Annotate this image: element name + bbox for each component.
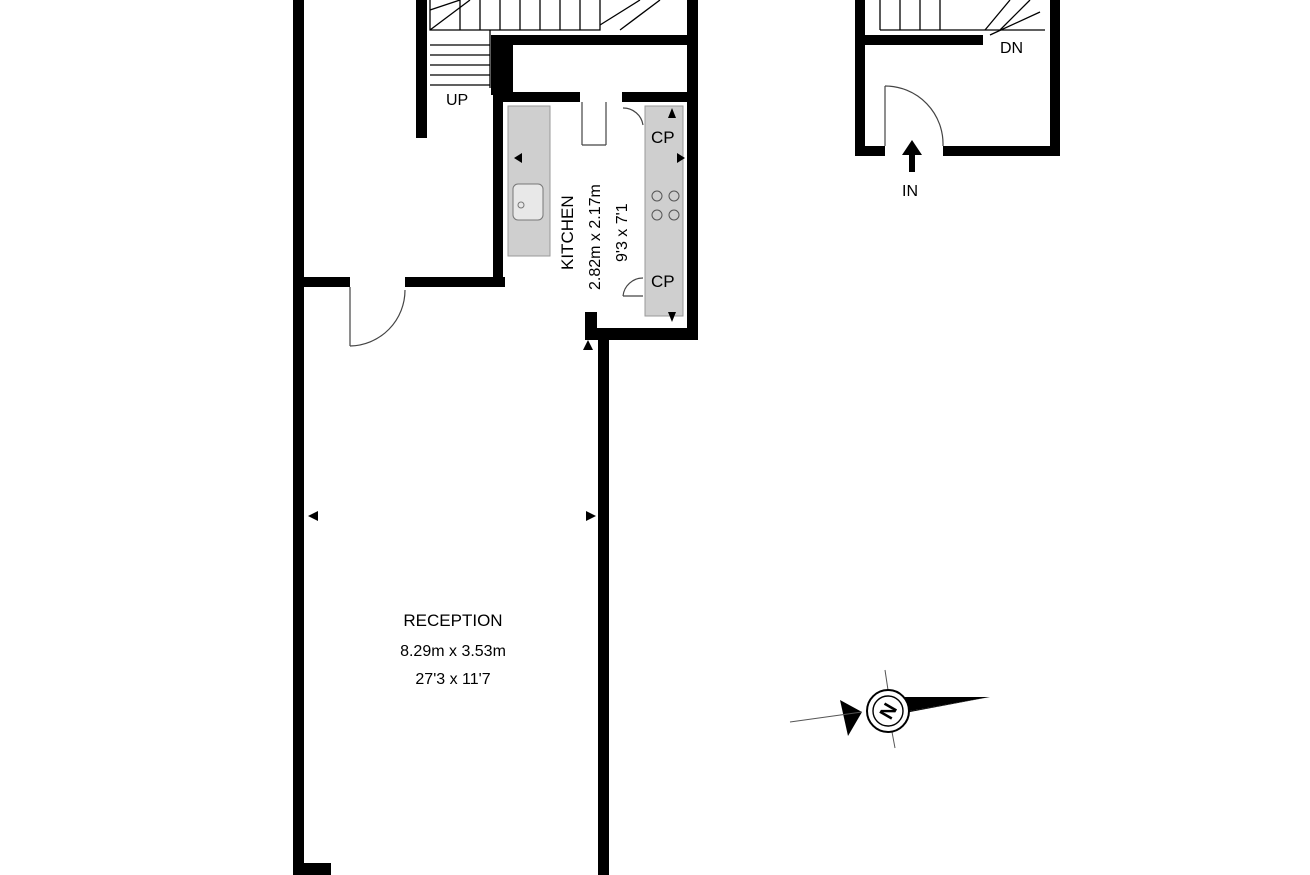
entrance-arrow-icon <box>902 140 922 172</box>
kitchen-metric-label: 2.82m x 2.17m <box>587 184 604 290</box>
kitchen-name: KITCHEN <box>558 195 577 270</box>
reception-arrow-left <box>308 511 318 521</box>
reception-imperial: 27'3 x 11'7 <box>415 671 490 688</box>
entrance-walls <box>855 0 1060 156</box>
entrance-staircase <box>879 0 1045 36</box>
main-staircase <box>429 0 661 88</box>
kitchen-fixtures <box>507 102 685 322</box>
cupboard-label-bottom: CP <box>651 272 675 291</box>
entrance-label: IN <box>902 183 918 200</box>
entrance-door <box>884 85 944 147</box>
kitchen-room-label: KITCHEN <box>558 195 577 270</box>
reception-name: RECEPTION <box>403 611 502 630</box>
reception-metric: 8.29m x 3.53m <box>400 643 506 660</box>
main-walls <box>293 0 698 875</box>
reception-arrow-top <box>583 340 593 350</box>
kitchen-metric: 2.82m x 2.17m <box>587 184 604 290</box>
kitchen-imperial: 9'3 x 7'1 <box>614 203 631 262</box>
cupboard-label-top: CP <box>651 128 675 147</box>
kitchen-imperial-label: 9'3 x 7'1 <box>614 203 631 262</box>
stairs-down-label: DN <box>1000 40 1023 57</box>
hob-icon <box>651 190 680 221</box>
stairs-up-label: UP <box>446 92 468 109</box>
compass-icon: N <box>789 669 990 749</box>
reception-door <box>349 287 406 347</box>
sink-icon <box>512 183 544 221</box>
reception-arrow-right <box>586 511 596 521</box>
